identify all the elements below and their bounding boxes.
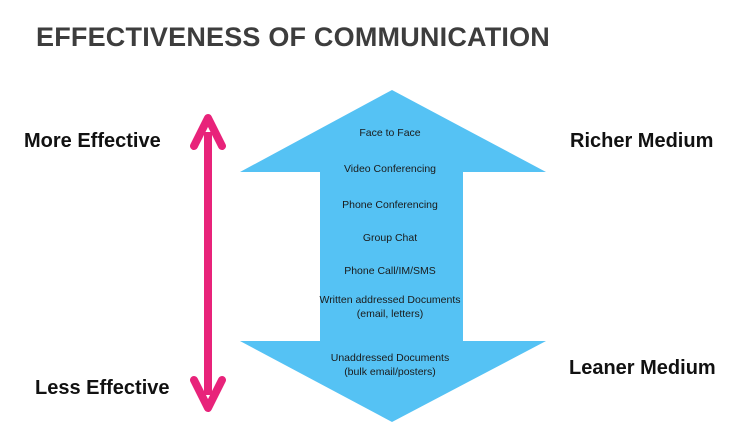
effectiveness-arrow-up-head (190, 114, 226, 150)
communication-item: Group Chat (363, 232, 417, 244)
communication-item-line: Written addressed Documents (319, 294, 460, 306)
leaner-medium-label: Leaner Medium (569, 357, 716, 379)
effectiveness-arrow-down-head (190, 376, 226, 412)
richer-medium-label: Richer Medium (570, 130, 714, 152)
communication-item-line: Phone Conferencing (342, 199, 438, 211)
communication-item: Face to Face (359, 127, 420, 139)
communication-item-line: Phone Call/IM/SMS (344, 265, 436, 277)
communication-item-line: Group Chat (363, 232, 417, 244)
communication-item-line: Unaddressed Documents (331, 352, 449, 364)
communication-item: Phone Conferencing (342, 199, 438, 211)
communication-item-line: (bulk email/posters) (344, 366, 436, 378)
communication-item-line: Video Conferencing (344, 163, 436, 175)
communication-item: Video Conferencing (344, 163, 436, 175)
medium-richness-arrow (240, 90, 546, 422)
communication-item-line: Face to Face (359, 127, 420, 139)
communication-item: Unaddressed Documents (bulk email/posters… (331, 352, 449, 378)
less-effective-label: Less Effective (35, 377, 170, 399)
communication-item: Written addressed Documents (email, lette… (319, 294, 460, 320)
effectiveness-arrow (190, 114, 226, 412)
communication-item: Phone Call/IM/SMS (344, 265, 436, 277)
more-effective-label: More Effective (24, 130, 161, 152)
communication-item-line: (email, letters) (357, 308, 424, 320)
page-title: EFFECTIVENESS OF COMMUNICATION (36, 22, 551, 52)
